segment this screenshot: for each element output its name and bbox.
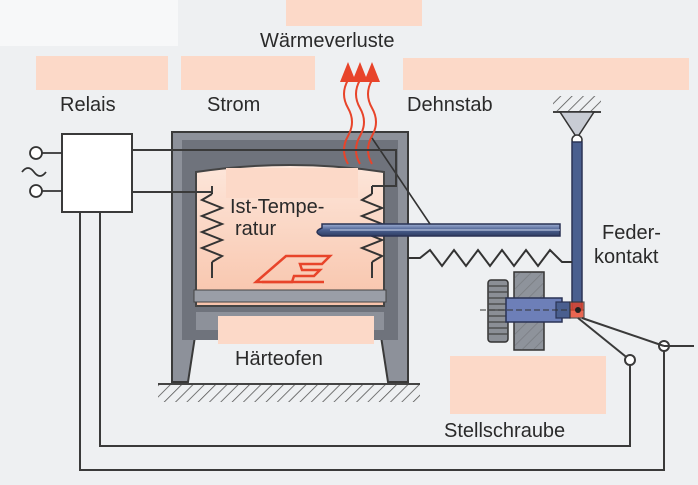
- answer-blank-haerteofen: [218, 316, 374, 344]
- ac-tilde-icon: [21, 146, 62, 198]
- answer-blank-ist-temperatur: [226, 168, 358, 198]
- answer-blank-waermeverluste: [286, 0, 422, 26]
- label-relais: Relais: [60, 94, 116, 116]
- stellschraube-assembly: [480, 271, 585, 351]
- relais-box: [61, 133, 133, 213]
- label-ist-temperatur-line2: ratur: [235, 218, 277, 240]
- wiring: [79, 149, 694, 471]
- workpiece-symbol-icon: [252, 254, 334, 284]
- tension-spring: [408, 248, 572, 268]
- label-stellschraube: Stellschraube: [444, 420, 566, 442]
- label-ist-temperatur-line1: Ist-Tempe-: [230, 196, 325, 218]
- ground-hatch: [158, 383, 420, 402]
- label-federkontakt-line2: kontakt: [594, 246, 659, 268]
- federkontakt-lever: [571, 141, 583, 311]
- answer-blank-dehnstab: [403, 58, 689, 90]
- label-haerteofen: Härteofen: [235, 348, 323, 370]
- label-dehnstab: Dehnstab: [407, 94, 493, 116]
- paper-strip-top: [0, 0, 178, 46]
- label-waermeverluste: Wärmeverluste: [260, 30, 395, 52]
- answer-blank-relais: [36, 56, 168, 90]
- ceiling-mount: [553, 96, 601, 146]
- heat-arrow-heads: [340, 62, 380, 82]
- answer-blank-stellschraube: [450, 356, 606, 414]
- label-federkontakt-line1: Feder-: [602, 222, 661, 244]
- dehnstab-rod: [316, 137, 561, 237]
- label-strom: Strom: [207, 94, 261, 116]
- answer-blank-strom: [181, 56, 315, 90]
